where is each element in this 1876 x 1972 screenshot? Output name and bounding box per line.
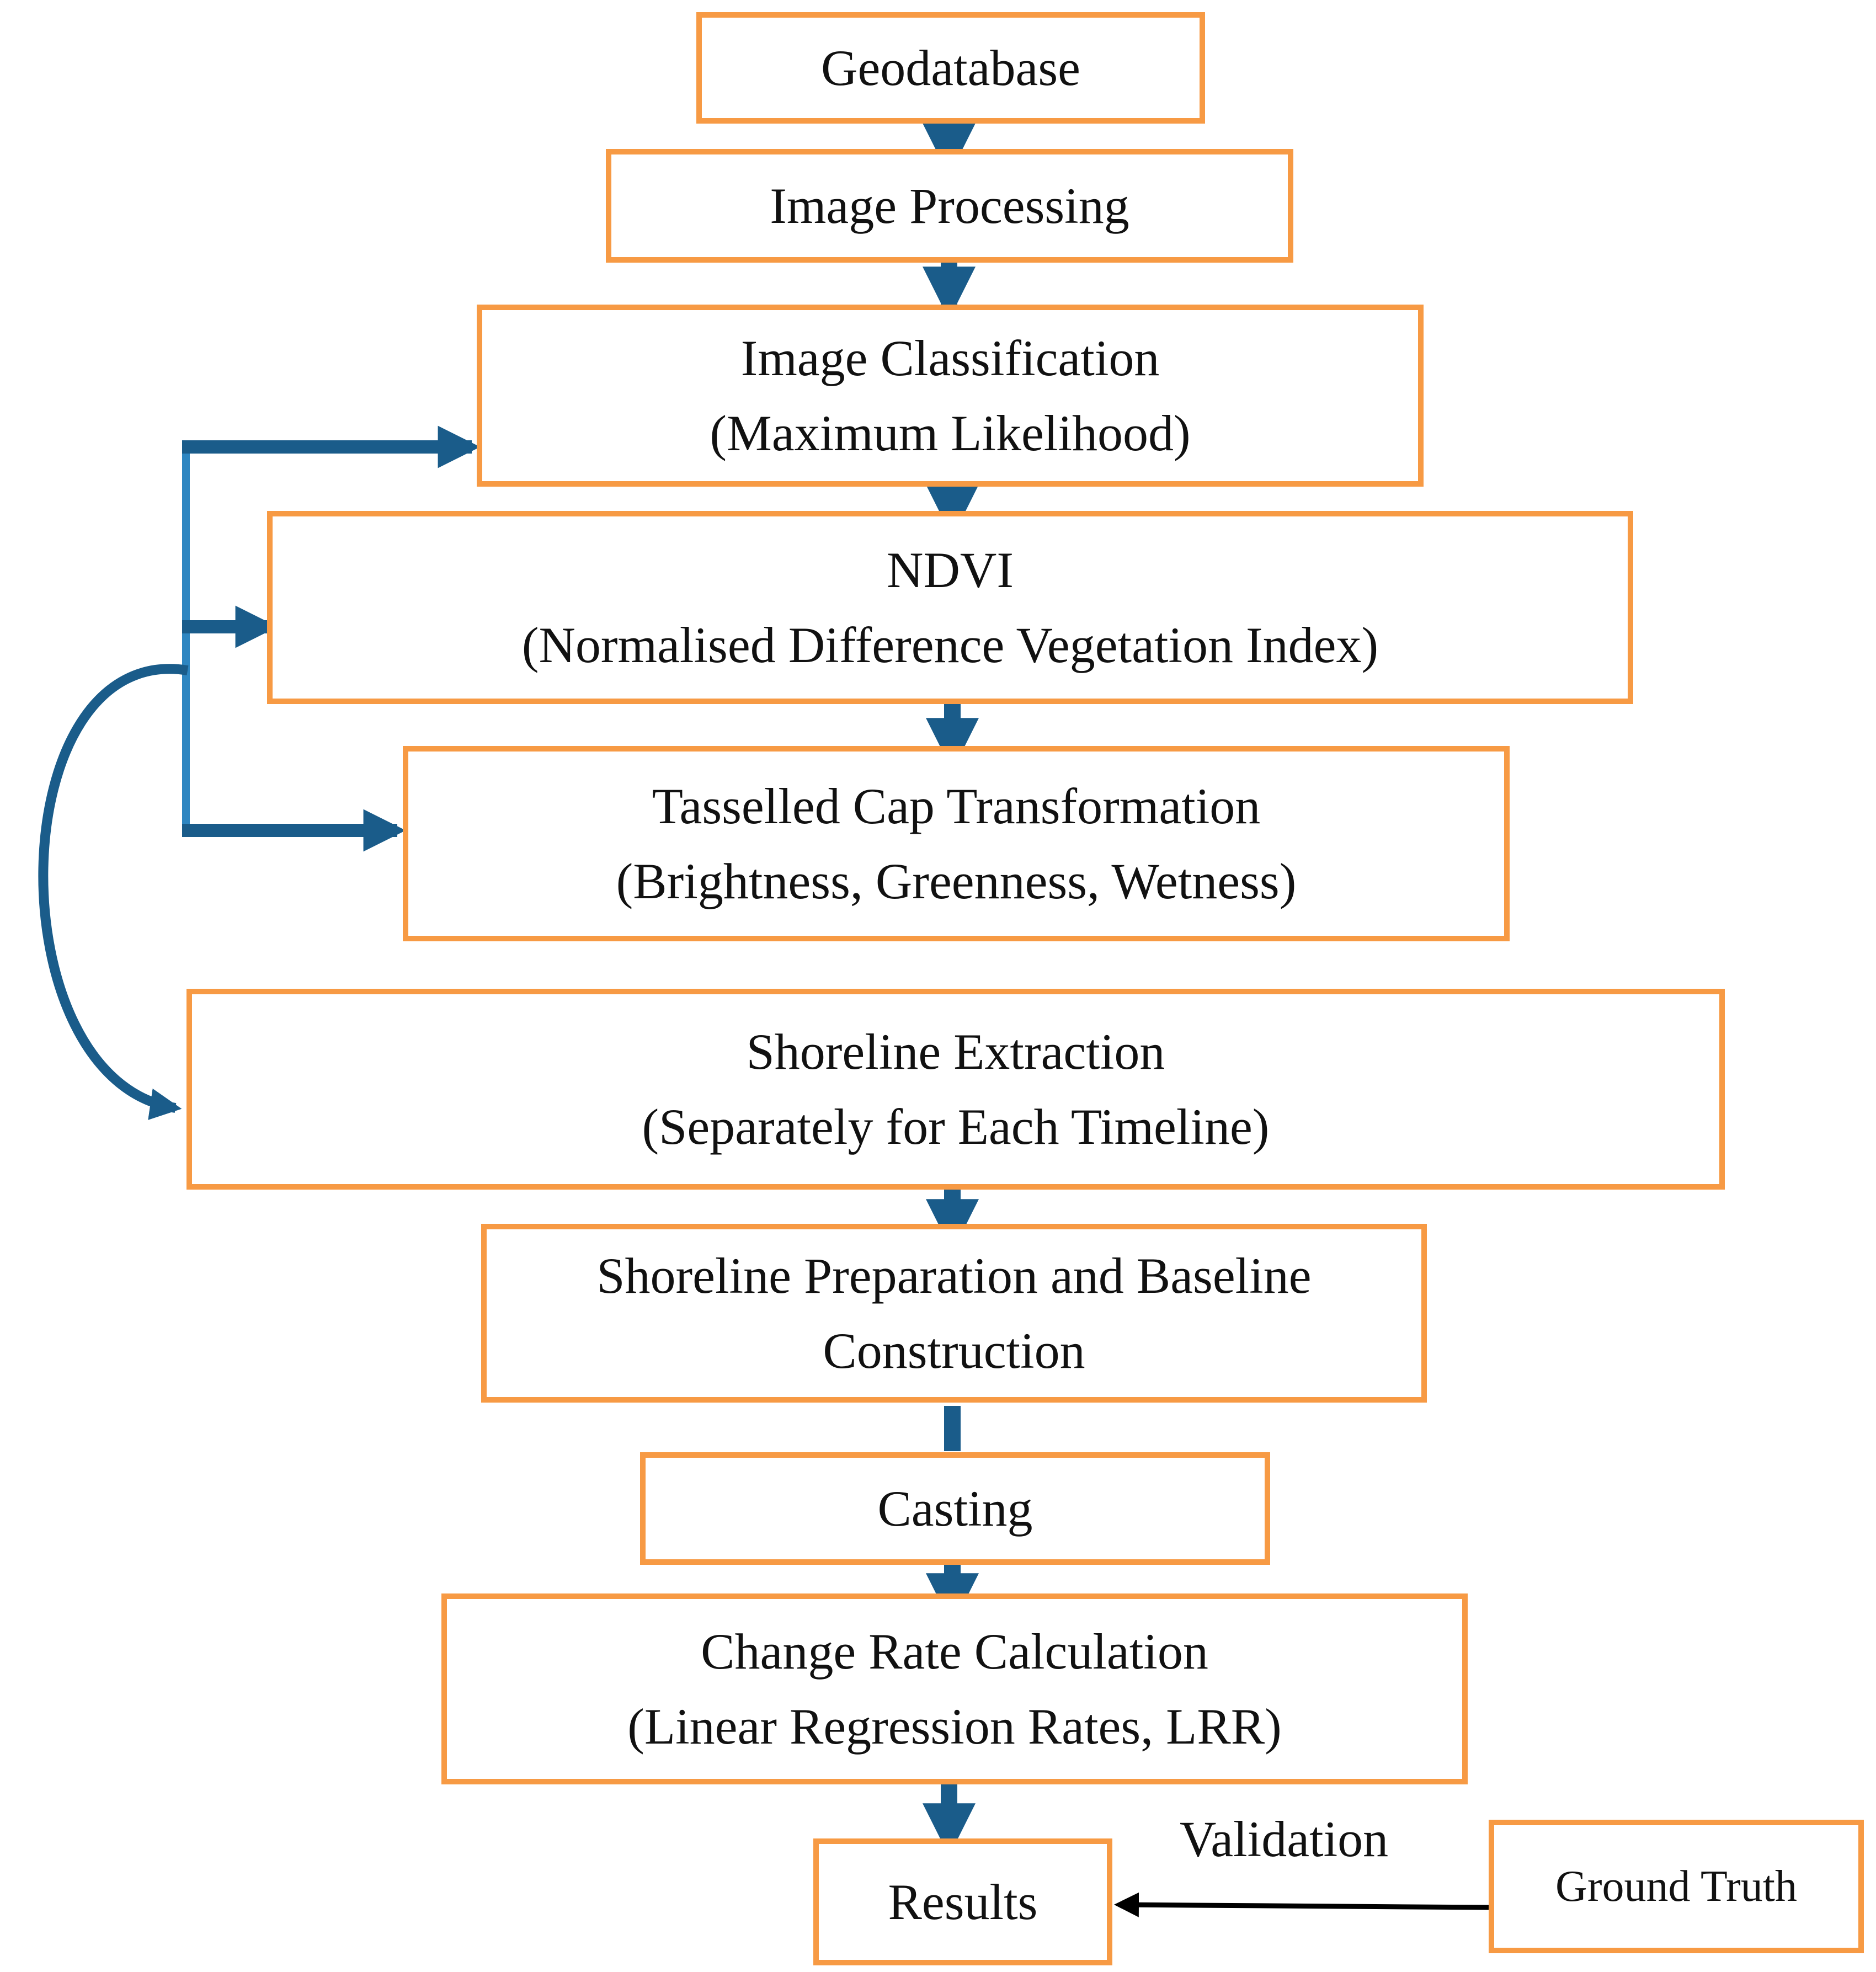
image-classification-node: Image Classification (Maximum Likelihood… (477, 305, 1424, 487)
shoreline-extraction-subtitle: (Separately for Each Timeline) (642, 1099, 1270, 1155)
curved-arrow-to-shoreline-extraction (38, 664, 189, 1120)
shoreline-preparation-node: Shoreline Preparation and Baseline Const… (481, 1224, 1427, 1403)
tasselled-cap-subtitle: (Brightness, Greenness, Wetness) (616, 853, 1297, 909)
image-classification-subtitle: (Maximum Likelihood) (710, 405, 1191, 461)
casting-label: Casting (877, 1480, 1033, 1537)
geodatabase-node: Geodatabase (696, 12, 1205, 124)
image-classification-title: Image Classification (740, 330, 1160, 386)
change-rate-subtitle: (Linear Regression Rates, LRR) (627, 1698, 1282, 1755)
change-rate-node: Change Rate Calculation (Linear Regressi… (441, 1593, 1468, 1784)
tasselled-cap-title: Tasselled Cap Transformation (652, 778, 1261, 834)
geodatabase-label: Geodatabase (821, 40, 1080, 96)
shoreline-extraction-node: Shoreline Extraction (Separately for Eac… (186, 989, 1725, 1190)
ndvi-title: NDVI (887, 542, 1014, 598)
validation-arrow (1114, 1892, 1489, 1917)
shoreline-preparation-title: Shoreline Preparation and Baseline (596, 1248, 1312, 1304)
shoreline-extraction-title: Shoreline Extraction (746, 1024, 1165, 1080)
tasselled-cap-node: Tasselled Cap Transformation (Brightness… (403, 746, 1510, 941)
shoreline-preparation-subtitle: Construction (823, 1323, 1085, 1379)
ndvi-node: NDVI (Normalised Difference Vegetation I… (267, 511, 1633, 704)
validation-label: Validation (1180, 1811, 1389, 1867)
ndvi-subtitle: (Normalised Difference Vegetation Index) (521, 617, 1379, 673)
ground-truth-node: Ground Truth (1489, 1820, 1864, 1953)
ground-truth-label: Ground Truth (1555, 1862, 1797, 1911)
image-processing-label: Image Processing (770, 178, 1129, 234)
casting-node: Casting (640, 1452, 1270, 1565)
results-node: Results (813, 1838, 1112, 1965)
image-processing-node: Image Processing (606, 149, 1293, 263)
change-rate-title: Change Rate Calculation (701, 1623, 1208, 1680)
results-label: Results (888, 1874, 1038, 1930)
